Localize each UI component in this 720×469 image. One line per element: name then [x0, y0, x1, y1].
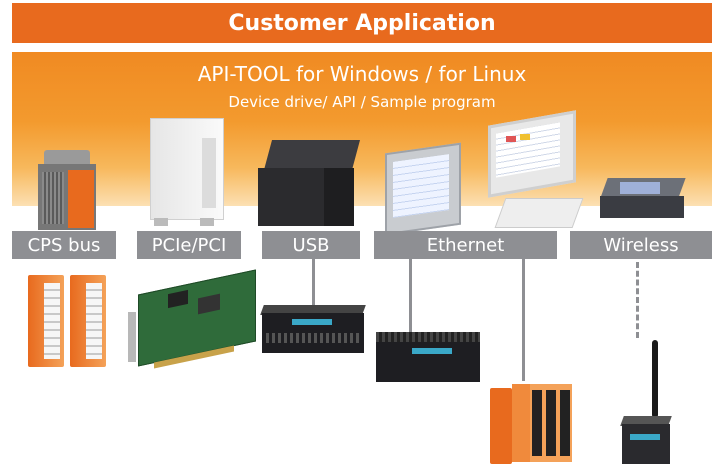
- interface-bar-pcie-pci: PCIe/PCI: [137, 231, 241, 259]
- api-tool-block: [12, 52, 712, 206]
- cps-controller-image: [38, 150, 96, 230]
- interface-label: CPS bus: [27, 234, 101, 256]
- ethernet-connector-line-2: [522, 259, 525, 381]
- customer-application-label: Customer Application: [228, 10, 496, 36]
- ethernet-modular-unit-image: [490, 378, 578, 466]
- api-tool-subtitle: Device drive/ API / Sample program: [228, 93, 496, 111]
- box-pc-image: [258, 140, 361, 228]
- interface-bar-usb: USB: [262, 231, 360, 259]
- interface-label: USB: [292, 234, 330, 256]
- cps-module-image: [28, 275, 64, 367]
- cps-module-image: [70, 275, 106, 367]
- api-tool-title: API-TOOL for Windows / for Linux: [197, 62, 527, 86]
- interface-bar-cps-bus: CPS bus: [12, 231, 116, 259]
- interface-label: Ethernet: [426, 234, 505, 256]
- interface-label: PCIe/PCI: [151, 234, 227, 256]
- wireless-device-image: [620, 340, 672, 466]
- pc-tower-image: [150, 118, 224, 228]
- wireless-gateway-image: [600, 178, 686, 226]
- usb-device-image: [260, 305, 366, 353]
- ethernet-device-image: [376, 332, 480, 382]
- interface-bar-wireless: Wireless: [570, 231, 712, 259]
- interface-bar-ethernet: Ethernet: [374, 231, 557, 259]
- pcie-board-image: [128, 269, 258, 370]
- wireless-dashed-connector: [636, 262, 642, 338]
- customer-application-bar: Customer Application: [12, 3, 712, 43]
- desktop-pc-image: [480, 110, 584, 230]
- usb-connector-line: [312, 259, 315, 309]
- panel-pc-image: [385, 138, 465, 236]
- interface-label: Wireless: [603, 234, 679, 256]
- ethernet-connector-line-1: [409, 259, 412, 335]
